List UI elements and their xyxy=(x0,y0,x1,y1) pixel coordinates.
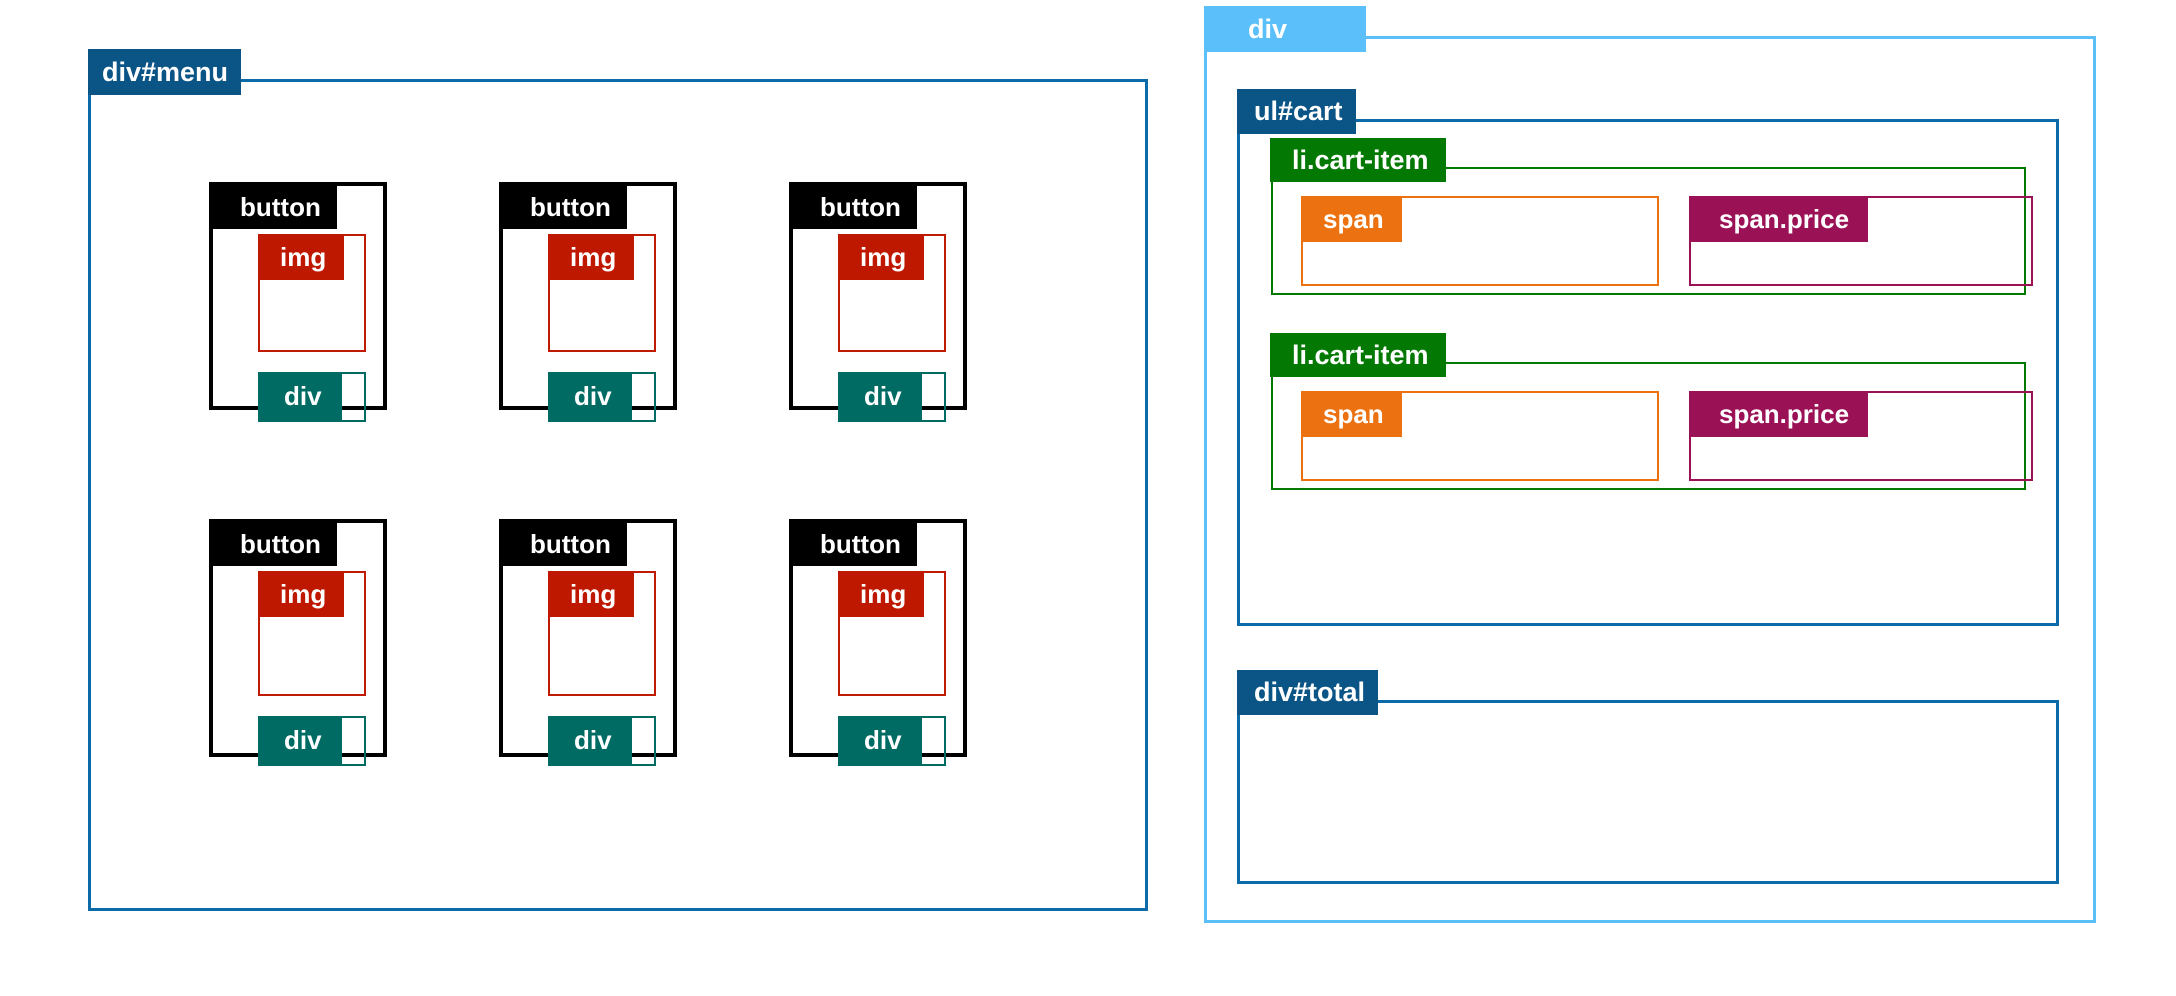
img-placeholder: img xyxy=(258,571,366,696)
button-card[interactable]: button img div xyxy=(209,182,387,422)
cart-list: ul#cart li.cart-item span span.price li.… xyxy=(1237,89,2059,626)
cart-list-label: ul#cart xyxy=(1237,89,1356,134)
button-card[interactable]: button img div xyxy=(499,182,677,422)
cart-item-price-label: span.price xyxy=(1689,196,1869,242)
button-card[interactable]: button img div xyxy=(789,519,967,766)
button-caption: div xyxy=(258,716,366,766)
cart-item-price: span.price xyxy=(1689,196,2033,286)
img-placeholder: img xyxy=(258,234,366,352)
img-placeholder: img xyxy=(548,571,656,696)
cart-item-name-label: span xyxy=(1301,391,1402,437)
cart-total: div#total xyxy=(1237,670,2059,884)
cart-wrapper-panel: div xyxy=(1204,6,2096,923)
cart-total-label: div#total xyxy=(1237,670,1379,715)
button-caption: div xyxy=(548,372,656,422)
cart-item-label: li.cart-item xyxy=(1270,138,1446,182)
button-caption-label: div xyxy=(838,372,922,420)
menu-panel-label: div#menu xyxy=(88,49,242,95)
button-caption-label: div xyxy=(548,716,632,764)
button-card-label: button xyxy=(500,185,627,229)
cart-item-name-label: span xyxy=(1301,196,1402,242)
button-card-label: button xyxy=(790,185,917,229)
cart-item-name: span xyxy=(1301,196,1659,286)
cart-item-row[interactable]: li.cart-item span span.price xyxy=(1270,138,2033,295)
button-card[interactable]: button img div xyxy=(789,182,967,422)
button-caption-label: div xyxy=(548,372,632,420)
button-caption-label: div xyxy=(258,716,342,764)
cart-wrapper-panel-label: div xyxy=(1204,6,1366,52)
img-placeholder: img xyxy=(838,234,946,352)
button-card-label: button xyxy=(500,522,627,566)
button-caption: div xyxy=(838,372,946,422)
img-placeholder-label: img xyxy=(548,571,635,617)
button-card-label: button xyxy=(210,185,337,229)
img-placeholder: img xyxy=(838,571,946,696)
cart-item-price: span.price xyxy=(1689,391,2033,481)
button-card[interactable]: button img div xyxy=(499,519,677,766)
img-placeholder-label: img xyxy=(548,234,635,280)
button-card-label: button xyxy=(790,522,917,566)
cart-item-label: li.cart-item xyxy=(1270,333,1446,377)
img-placeholder-label: img xyxy=(258,234,345,280)
button-caption: div xyxy=(258,372,366,422)
img-placeholder-label: img xyxy=(258,571,345,617)
button-caption-label: div xyxy=(258,372,342,420)
menu-panel: div#menu button img div button img div b… xyxy=(88,49,1148,911)
img-placeholder-label: img xyxy=(838,571,925,617)
button-card-label: button xyxy=(210,522,337,566)
button-caption-label: div xyxy=(838,716,922,764)
img-placeholder-label: img xyxy=(838,234,925,280)
cart-item-row[interactable]: li.cart-item span span.price xyxy=(1270,333,2033,490)
cart-item-price-label: span.price xyxy=(1689,391,1869,437)
cart-item-name: span xyxy=(1301,391,1659,481)
button-caption: div xyxy=(548,716,656,766)
button-card[interactable]: button img div xyxy=(209,519,387,766)
button-caption: div xyxy=(838,716,946,766)
img-placeholder: img xyxy=(548,234,656,352)
